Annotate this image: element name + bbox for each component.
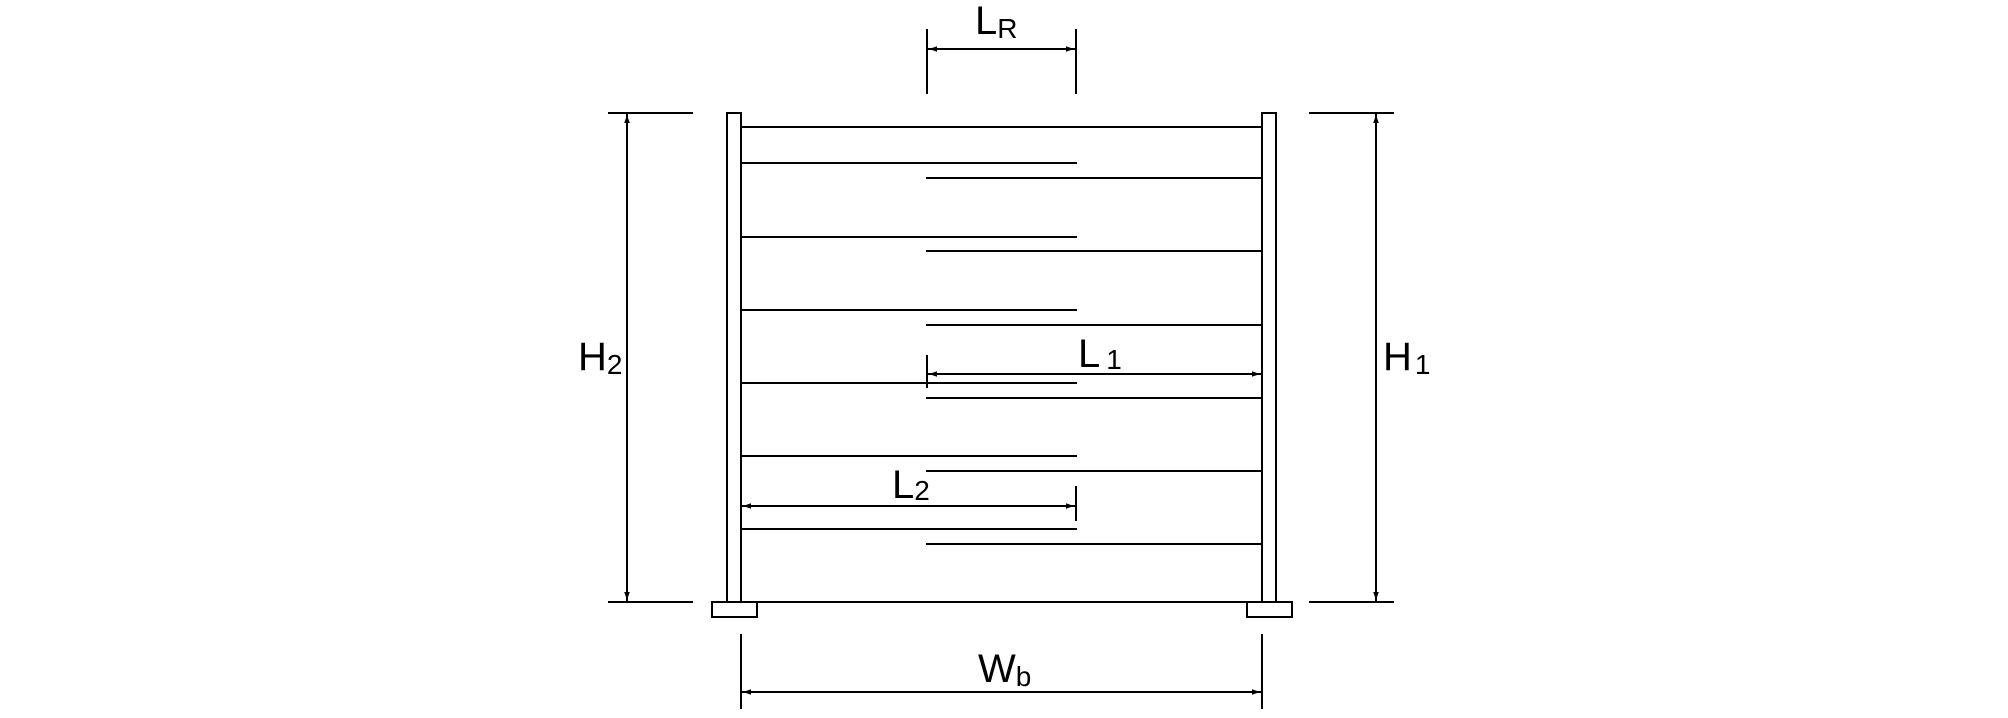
label-l2: L2 (892, 463, 930, 507)
dimension-lr: LR (926, 0, 1077, 94)
right-post (1246, 112, 1293, 618)
dimension-wb: Wb (740, 634, 1263, 709)
label-wb: Wb (978, 647, 1031, 692)
label-lr: LR (975, 0, 1017, 44)
dimension-l2: L2 (742, 463, 1077, 521)
left-post (711, 112, 758, 618)
label-h2: H2 (578, 335, 622, 380)
dimension-h2: H2 (578, 112, 693, 603)
right-rungs (926, 177, 1263, 545)
left-rungs (740, 162, 1077, 530)
